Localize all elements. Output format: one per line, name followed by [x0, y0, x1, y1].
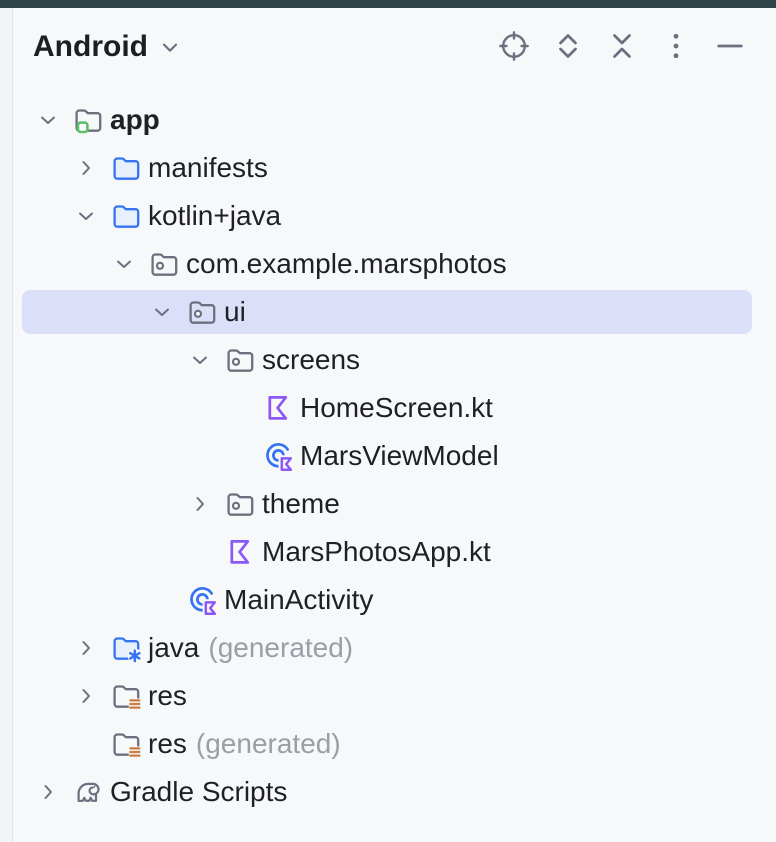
chevron-down-icon[interactable]	[152, 302, 172, 322]
chevron-down-icon[interactable]	[114, 254, 134, 274]
package-folder-icon	[187, 296, 219, 328]
tree-item-suffix: (generated)	[208, 632, 354, 663]
tree-item-label: ui	[224, 295, 246, 327]
tree-item-java-generated[interactable]: java (generated)	[14, 624, 776, 672]
tree-item-ui[interactable]: ui	[14, 288, 776, 336]
folder-resources-icon	[111, 680, 143, 712]
chevron-spacer	[190, 542, 210, 562]
tree-item-marsphotosapp-kt[interactable]: MarsPhotosApp.kt	[14, 528, 776, 576]
folder-generated-icon	[111, 632, 143, 664]
locate-target-icon	[496, 28, 532, 67]
project-tree: app manifests kotlin+java com.example.mars…	[14, 96, 776, 816]
chevron-down-icon[interactable]	[38, 110, 58, 130]
tree-item-label: MainActivity	[224, 583, 374, 615]
chevron-down-icon[interactable]	[190, 350, 210, 370]
folder-blue-icon	[111, 152, 143, 184]
tree-item-res-generated[interactable]: res (generated)	[14, 720, 776, 768]
tree-item-label: com.example.marsphotos	[186, 247, 507, 279]
android-module-folder-icon	[73, 104, 105, 136]
folder-blue-icon	[111, 200, 143, 232]
tree-item-label: HomeScreen.kt	[300, 391, 493, 423]
chevron-spacer	[228, 398, 248, 418]
tree-item-label: manifests	[148, 151, 268, 183]
tool-window-header: Android	[14, 8, 776, 86]
kotlin-class-icon	[263, 440, 295, 472]
chevron-right-icon[interactable]	[76, 158, 96, 178]
minimize-icon	[712, 28, 748, 67]
chevron-right-icon[interactable]	[76, 638, 96, 658]
chevron-down-icon[interactable]	[158, 35, 182, 59]
window-top-accent-bar	[0, 0, 776, 8]
package-folder-icon	[225, 344, 257, 376]
collapse-all-button[interactable]	[602, 27, 642, 67]
tree-item-suffix: (generated)	[195, 728, 341, 759]
tree-item-app[interactable]: app	[14, 96, 776, 144]
gradle-elephant-icon	[73, 776, 105, 808]
chevron-right-icon[interactable]	[76, 686, 96, 706]
tree-item-label: app	[110, 103, 160, 135]
tree-item-label: kotlin+java	[148, 199, 282, 231]
package-folder-icon	[149, 248, 181, 280]
tree-item-marsviewmodel[interactable]: MarsViewModel	[14, 432, 776, 480]
tree-item-homescreen-kt[interactable]: HomeScreen.kt	[14, 384, 776, 432]
expand-all-icon	[550, 28, 586, 67]
view-selector-label[interactable]: Android	[33, 30, 148, 63]
package-folder-icon	[225, 488, 257, 520]
chevron-down-icon[interactable]	[76, 206, 96, 226]
chevron-spacer	[76, 734, 96, 754]
hide-tool-window-button[interactable]	[710, 27, 750, 67]
kotlin-file-icon	[225, 536, 257, 568]
header-toolbar	[494, 27, 750, 67]
chevron-spacer	[228, 446, 248, 466]
select-opened-file-button[interactable]	[494, 27, 534, 67]
tree-item-res[interactable]: res	[14, 672, 776, 720]
tree-item-manifests[interactable]: manifests	[14, 144, 776, 192]
tree-item-label: java	[148, 631, 200, 663]
kebab-menu-icon	[658, 28, 694, 67]
kotlin-file-icon	[263, 392, 295, 424]
more-options-button[interactable]	[656, 27, 696, 67]
kotlin-class-icon	[187, 584, 219, 616]
chevron-right-icon[interactable]	[190, 494, 210, 514]
chevron-right-icon[interactable]	[38, 782, 58, 802]
tree-item-label: MarsPhotosApp.kt	[262, 535, 491, 567]
tree-item-label: MarsViewModel	[300, 439, 499, 471]
tree-item-label: res	[148, 727, 187, 759]
project-tool-window: Android app manifests kotlin+java com.exam…	[14, 8, 776, 842]
left-gutter	[0, 8, 13, 842]
tree-item-theme[interactable]: theme	[14, 480, 776, 528]
tree-item-kotlin-java[interactable]: kotlin+java	[14, 192, 776, 240]
collapse-all-icon	[604, 28, 640, 67]
chevron-spacer	[152, 590, 172, 610]
tree-item-label: theme	[262, 487, 340, 519]
expand-all-button[interactable]	[548, 27, 588, 67]
tree-item-screens[interactable]: screens	[14, 336, 776, 384]
tree-item-label: res	[148, 679, 187, 711]
tree-item-com-example-marsphotos[interactable]: com.example.marsphotos	[14, 240, 776, 288]
tree-item-label: screens	[262, 343, 361, 375]
tree-item-mainactivity[interactable]: MainActivity	[14, 576, 776, 624]
folder-resources-icon	[111, 728, 143, 760]
tree-item-gradle-scripts[interactable]: Gradle Scripts	[14, 768, 776, 816]
tree-item-label: Gradle Scripts	[110, 775, 288, 807]
